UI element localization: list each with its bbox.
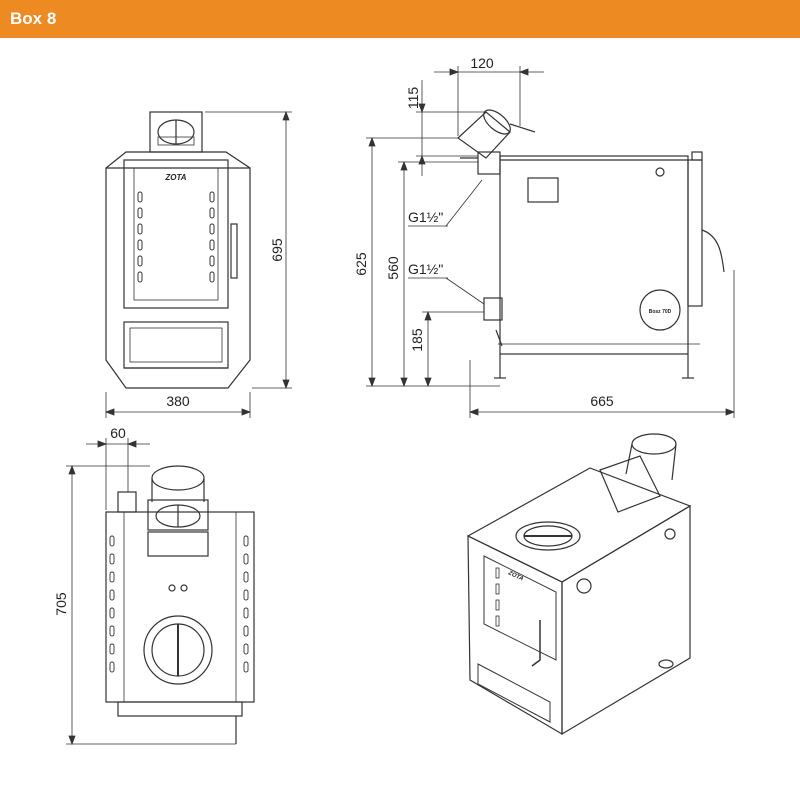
top-depth-label: 705 xyxy=(53,592,69,616)
outlet-height-label: 115 xyxy=(405,87,421,110)
outlet-width-label: 120 xyxy=(470,55,494,71)
flow-connection-label: G1½" xyxy=(408,209,443,225)
front-width-dimension xyxy=(104,392,252,418)
side-plate-text: Bosz 70D xyxy=(649,309,672,315)
top-depth-dimension xyxy=(66,464,236,746)
top-view xyxy=(66,438,255,746)
header-bar: Box 8 xyxy=(0,0,800,38)
connection-height-label: 560 xyxy=(385,256,401,280)
front-height-label: 695 xyxy=(269,238,285,262)
isometric-view xyxy=(466,433,692,736)
overall-height-label: 625 xyxy=(353,252,369,276)
connection-height-dimension xyxy=(398,160,478,388)
return-height-dimension xyxy=(422,310,484,388)
return-height-label: 185 xyxy=(409,328,425,352)
outlet-width-dimension xyxy=(434,66,544,136)
page-title: Box 8 xyxy=(10,9,57,28)
front-height-dimension xyxy=(205,110,292,390)
return-connection-label: G1½" xyxy=(408,261,443,277)
flue-offset-label: 60 xyxy=(110,425,126,441)
front-logo-text: ZOTA xyxy=(164,173,186,182)
side-view xyxy=(366,66,736,418)
front-view xyxy=(104,110,292,418)
outlet-height-dimension xyxy=(416,80,486,176)
front-width-label: 380 xyxy=(166,393,190,409)
overall-height-dimension xyxy=(366,136,500,388)
depth-dimension xyxy=(468,270,736,418)
flue-offset-dimension xyxy=(86,438,150,510)
depth-label: 665 xyxy=(590,393,614,409)
